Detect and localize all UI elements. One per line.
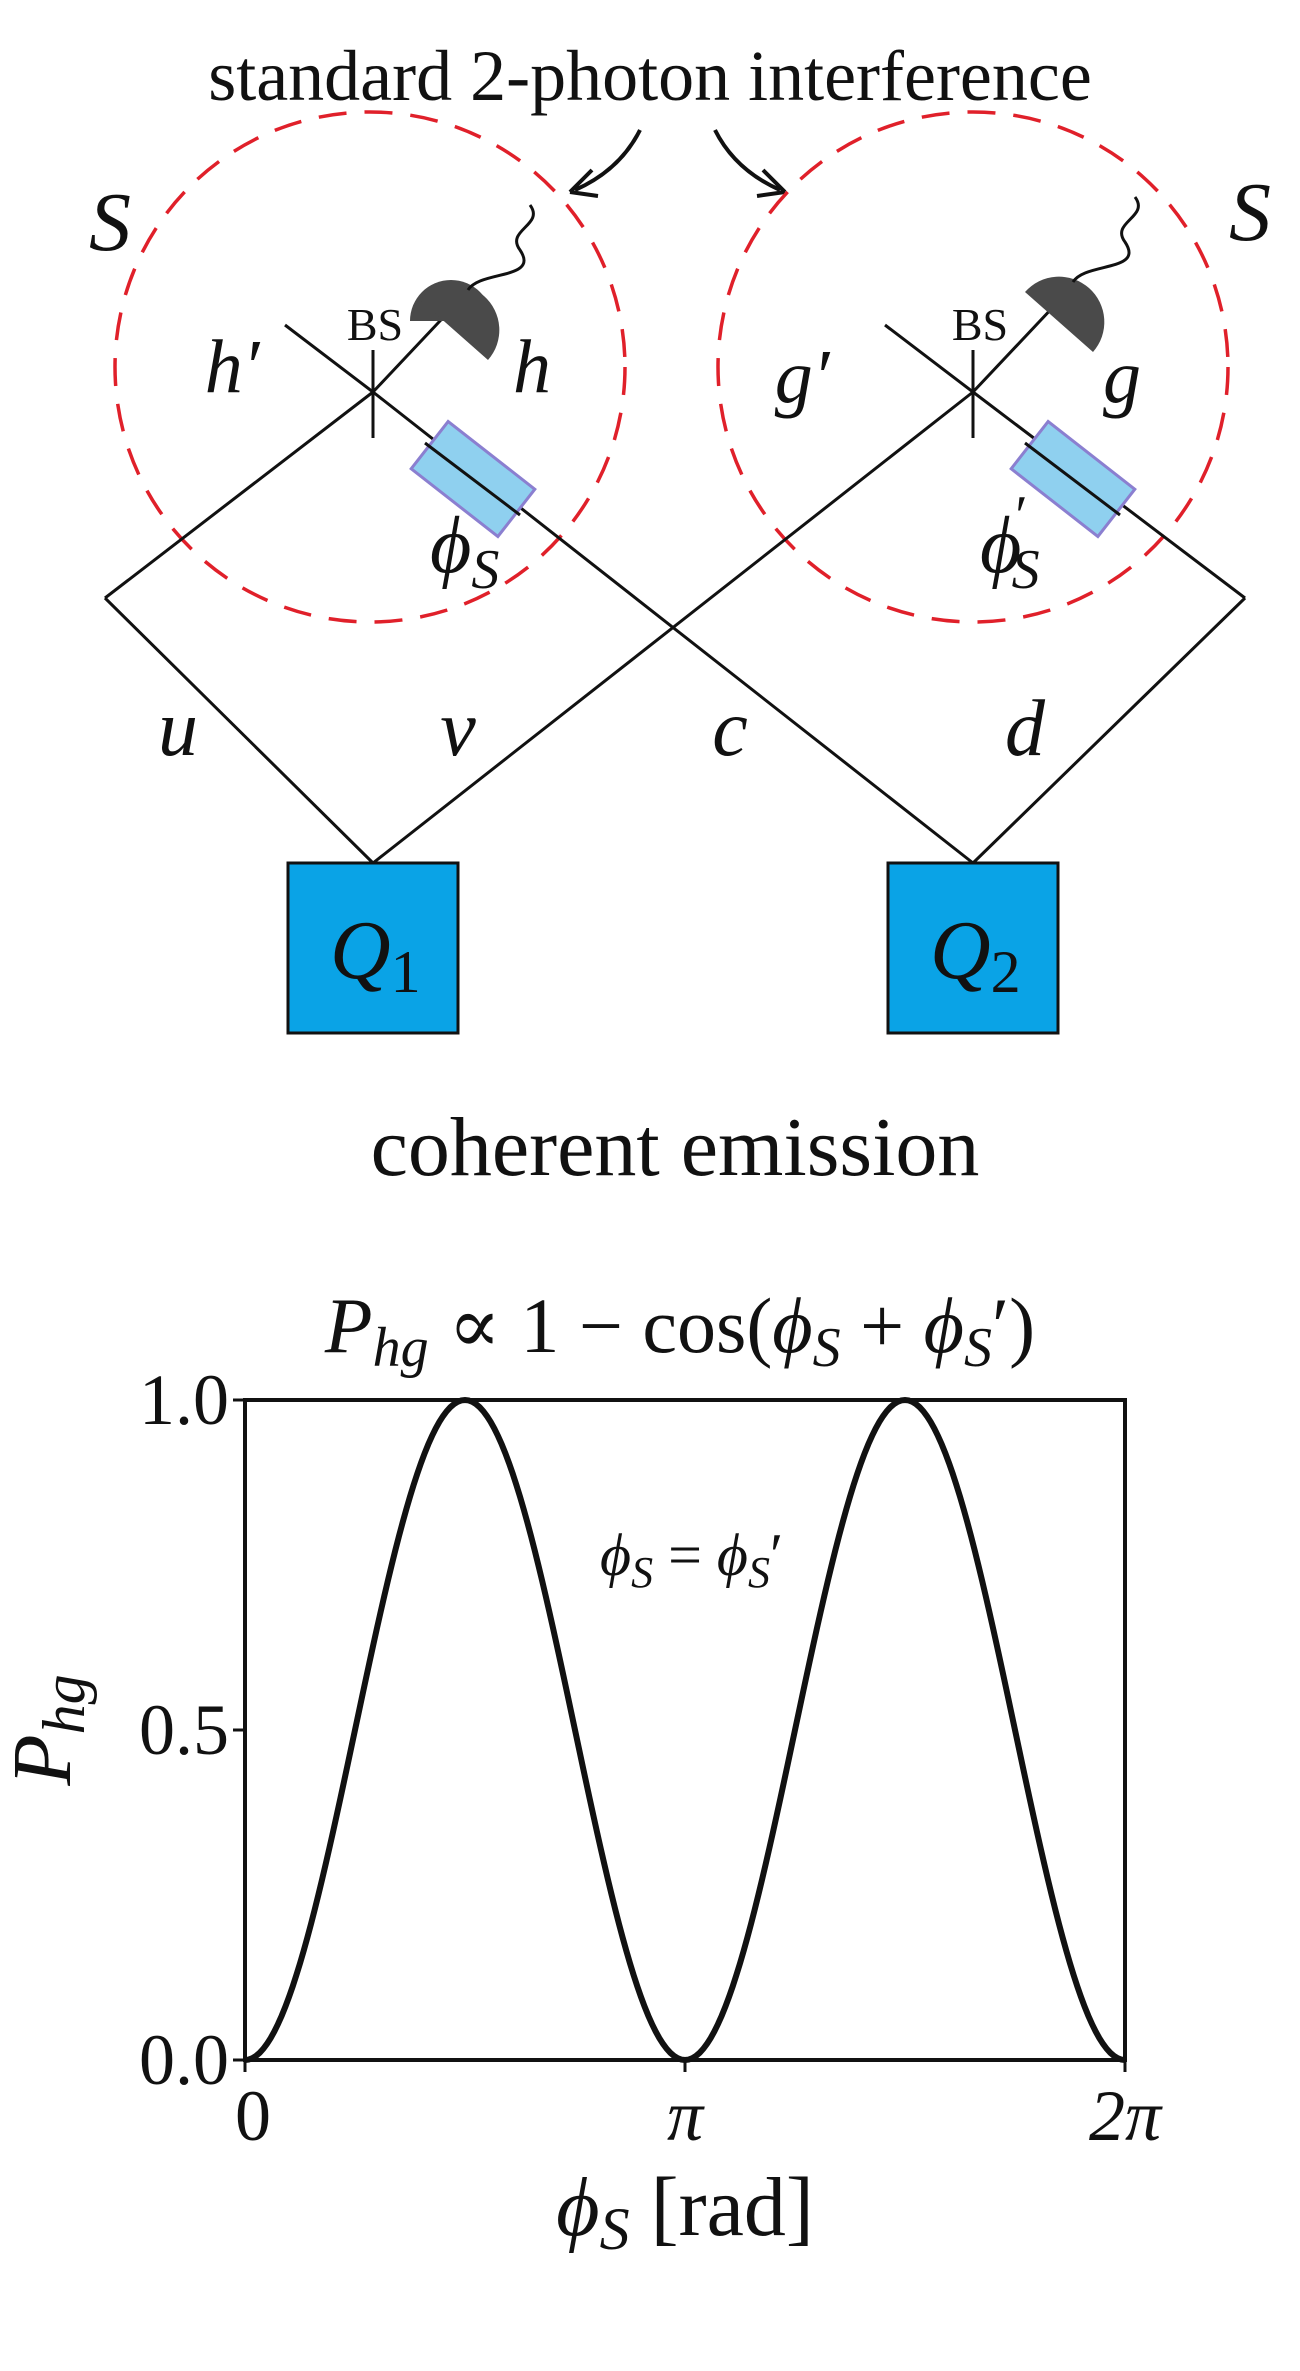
series-curve [244,1396,1126,2064]
arrow-right [713,129,781,192]
arrow-right-head [756,168,787,198]
x-tick-label: π [667,2076,705,2156]
title-phi2: ϕ [924,1282,964,1369]
source-q1-name: Q [330,904,391,997]
annot-phi1: ϕ [600,1522,631,1588]
optical-paths [103,303,1247,865]
path-u-upper [104,390,374,600]
plot-frame [243,1398,1127,2062]
phase-right-prime: ′ [1015,485,1027,547]
annot-sub1: S [631,1548,653,1597]
path-label-v: v [440,685,476,773]
path-label-c: c [712,685,748,773]
x-tick-label: 0 [235,2076,271,2156]
path-label-d: d [1005,685,1046,773]
phase-shifter-left-beam [424,441,521,517]
source-q1-sub: 1 [391,939,421,1005]
region-circle-right [716,110,1230,624]
source-q1 [286,861,460,1035]
title-rest: ∝ 1 − cos( [429,1282,773,1369]
xlabel-sub: S [600,2196,630,2262]
source-q2 [886,861,1060,1035]
chart-title: Phg ∝ 1 − cos(ϕS + ϕS′) [324,1282,1035,1379]
bs-left-out-hprime [284,323,374,394]
bs-left-label: BS [347,299,403,350]
ylabel-p: P [0,1734,89,1786]
title-plus: + [841,1282,924,1369]
title-p-sub: hg [373,1317,429,1379]
x-tick-label: 2π [1089,2076,1163,2156]
interferometer-diagram: standard 2-photon interference S S [89,36,1271,1194]
ylabel-sub: hg [31,1674,97,1734]
annot-phi2: ϕ [717,1522,748,1588]
port-label-h: h [513,325,551,409]
title-phi2-sub: S [964,1317,992,1379]
arrow-left-head [568,168,599,198]
phase-label-left: ϕS [430,502,499,601]
title-close: ′) [992,1282,1035,1369]
port-label-hprime: h′ [205,325,261,409]
path-d [971,596,1247,865]
source-q2-label: Q2 [930,904,1021,1005]
region-label-right: S [1229,166,1271,259]
detector-left-wire [466,204,535,291]
diagram-title: standard 2-photon interference [208,36,1092,116]
path-label-u: u [158,685,198,773]
phase-right-sub: S [1012,539,1040,601]
diagram-subtitle: coherent emission [371,1101,980,1194]
x-axis-label: ϕS [rad] [556,2161,814,2262]
arrow-left [574,129,642,192]
y-tick-label: 0.5 [139,1690,229,1770]
port-label-g: g [1103,335,1141,419]
phase-right-phi: ϕ [980,502,1021,590]
bs-right-label: BS [952,299,1008,350]
bs-right-out-g [971,303,1057,394]
detector-left-body-shape [420,284,500,360]
annot-eq: = [653,1522,717,1588]
port-label-gprime: g′ [775,335,831,419]
source-q2-sub: 2 [991,939,1021,1005]
title-p: P [324,1282,373,1369]
region-label-left: S [89,176,131,269]
annot-sub2: S [748,1548,770,1597]
path-u [103,596,375,865]
data-points-layer [243,1398,1127,2062]
annot-prime: ′ [770,1522,783,1588]
phase-shifter-right-beam [1024,441,1121,517]
xlabel-phi: ϕ [556,2161,599,2254]
source-q2-name: Q [930,904,991,997]
detector-left [409,204,535,360]
xlabel-rest: [rad] [630,2161,814,2254]
y-tick-label: 1.0 [139,1360,229,1440]
y-axis-label: Phg [0,1674,97,1786]
region-circle-left [113,110,627,624]
title-phi1: ϕ [772,1282,812,1369]
ticks-layer: 0 π 2π 0.0 0.5 1.0 [139,1360,1163,2156]
phase-left-phi: ϕ [430,502,471,590]
detector-right-body-shape [1025,276,1105,352]
phase-left-sub: S [471,539,499,601]
phase-label-right: ϕ′S [980,485,1040,601]
detector-right [1025,196,1140,352]
title-arrows [568,129,787,198]
bs-right-out-gprime [884,323,974,394]
curve-annotation: ϕS = ϕS′ [600,1522,783,1597]
title-phi1-sub: S [813,1317,841,1379]
detector-right-wire [1071,196,1140,283]
y-tick-label: 0.0 [139,2020,229,2100]
source-q1-label: Q1 [330,904,421,1005]
